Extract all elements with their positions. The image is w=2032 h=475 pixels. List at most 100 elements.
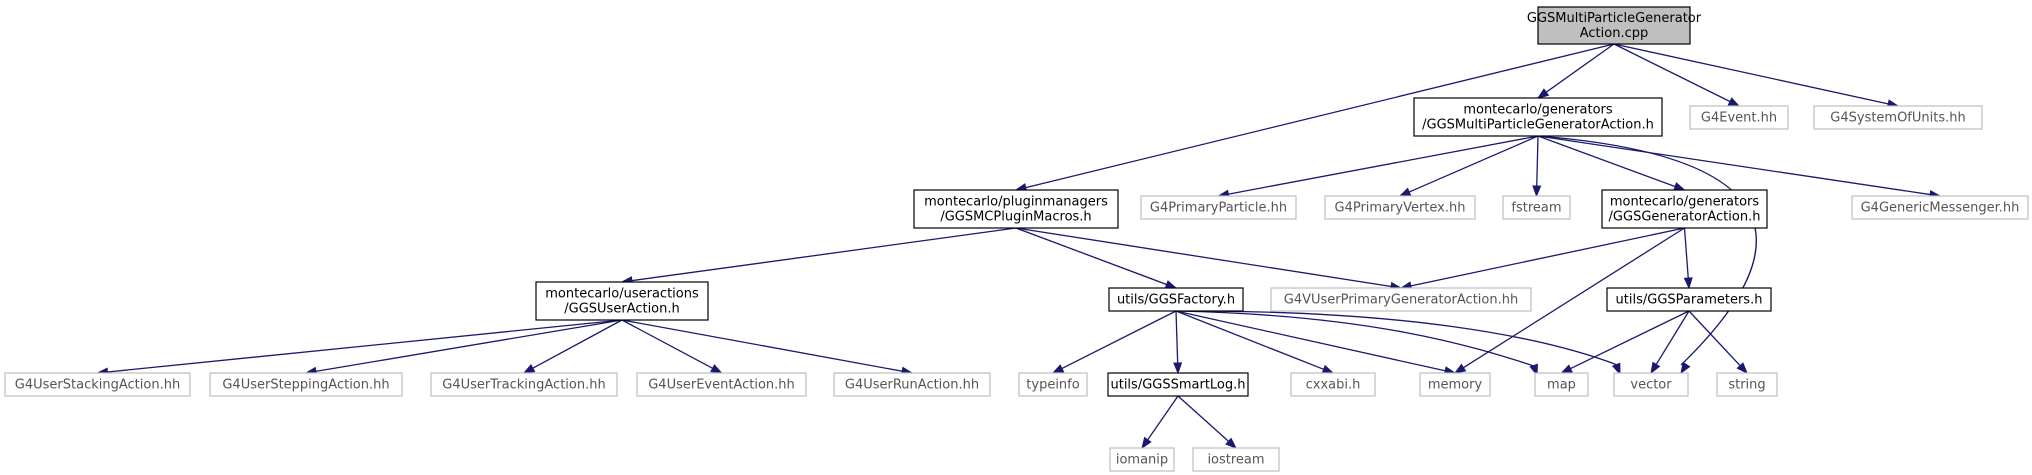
edge-line: [1175, 310, 1179, 365]
node-mpga_h[interactable]: montecarlo/generators/GGSMultiParticleGe…: [1413, 97, 1663, 137]
edge-line: [1544, 43, 1615, 94]
edge-params-to-vector: [1650, 310, 1690, 375]
node-pluginmacros[interactable]: montecarlo/pluginmanagers/GGSMCPluginMac…: [913, 189, 1119, 229]
edge-factory-to-vector: [1175, 310, 1621, 376]
node-g4genmess: G4GenericMessenger.hh: [1851, 195, 2029, 220]
edge-arrowhead: [1536, 88, 1550, 99]
node-box: [1534, 372, 1589, 397]
node-box: [833, 372, 991, 397]
node-box: [1537, 6, 1691, 45]
edge-params-to-string: [1688, 310, 1748, 375]
node-label: /GGSGeneratorAction.h: [1609, 210, 1761, 225]
edge-line: [1015, 227, 1168, 286]
edge-pluginmacros-to-useraction: [620, 227, 1017, 286]
edge-genaction-to-params: [1683, 227, 1693, 290]
node-label: G4VUserPrimaryGeneratorAction.hh: [1284, 293, 1518, 308]
edge-line: [1688, 310, 1742, 367]
edge-main-to-mpga_h: [1536, 43, 1615, 99]
node-box: [636, 372, 807, 397]
node-box: [1813, 105, 1983, 130]
node-iostream: iostream: [1192, 447, 1280, 472]
node-label: memory: [1428, 378, 1483, 393]
edge-factory-to-cxxabi: [1175, 310, 1335, 374]
edge-factory-to-memory: [1175, 310, 1457, 376]
edge-mpga_h-to-vector: [1537, 135, 1757, 375]
node-box: [1716, 372, 1778, 397]
edge-line: [1537, 135, 1932, 196]
node-box: [1108, 287, 1244, 312]
node-label: montecarlo/useractions: [545, 287, 699, 302]
node-label: G4PrimaryParticle.hh: [1150, 201, 1287, 216]
edge-arrowhead: [1398, 187, 1412, 197]
node-box: [1502, 195, 1571, 220]
edge-factory-to-map: [1175, 310, 1538, 377]
node-fstream: fstream: [1502, 195, 1571, 220]
edge-line: [1227, 135, 1539, 195]
edge-pluginmacros-to-factory: [1015, 227, 1178, 289]
edges-layer: [96, 43, 1942, 450]
edge-arrowhead: [1680, 361, 1691, 375]
node-g4primvert: G4PrimaryVertex.hh: [1324, 195, 1476, 220]
node-box: [1413, 97, 1663, 137]
node-box: [1290, 372, 1376, 397]
node-label: utils/GGSSmartLog.h: [1110, 378, 1245, 393]
node-label: cxxabi.h: [1306, 378, 1361, 393]
node-label: utils/GGSFactory.h: [1117, 293, 1235, 308]
node-box: [1601, 189, 1768, 229]
edge-arrowhead: [710, 364, 723, 374]
edge-arrowhead: [1736, 362, 1748, 375]
edge-arrowhead: [1225, 437, 1238, 449]
node-typeinfo: typeinfo: [1018, 372, 1088, 397]
edge-main-to-g4event: [1613, 43, 1741, 107]
node-iomanip: iomanip: [1109, 447, 1175, 472]
node-box: [1107, 372, 1249, 397]
node-label: montecarlo/pluginmanagers: [924, 195, 1108, 210]
edge-arrowhead: [1683, 277, 1693, 290]
node-label: /GGSMCPluginMacros.h: [940, 210, 1091, 225]
node-label: fstream: [1511, 201, 1561, 216]
node-box: [913, 189, 1119, 229]
edge-arrowhead: [1673, 182, 1686, 191]
node-label: G4PrimaryVertex.hh: [1335, 201, 1466, 216]
node-label: G4GenericMessenger.hh: [1861, 201, 2020, 216]
node-box: [1270, 287, 1532, 312]
node-label: G4UserStackingAction.hh: [15, 378, 180, 393]
edge-arrowhead: [1141, 436, 1152, 450]
node-label: G4UserRunAction.hh: [845, 378, 979, 393]
node-genaction[interactable]: montecarlo/generators/GGSGeneratorAction…: [1601, 189, 1768, 229]
edge-arrowhead: [1560, 364, 1573, 374]
edge-mpga_h-to-g4primvert: [1398, 135, 1539, 197]
edge-line: [106, 319, 623, 373]
node-useraction[interactable]: montecarlo/useractions/GGSUserAction.h: [535, 281, 709, 321]
node-box: [1689, 105, 1789, 130]
node-params[interactable]: utils/GGSParameters.h: [1606, 287, 1772, 312]
edge-line: [1407, 135, 1539, 194]
edge-line: [1683, 227, 1689, 280]
node-label: G4Event.hh: [1701, 111, 1777, 126]
node-g4primpart: G4PrimaryParticle.hh: [1140, 195, 1297, 220]
edge-mpga_h-to-g4primpart: [1217, 135, 1539, 199]
node-box: [430, 372, 618, 397]
node-smartlog[interactable]: utils/GGSSmartLog.h: [1107, 372, 1249, 397]
node-box: [1606, 287, 1772, 312]
edge-genaction-to-memory: [1453, 227, 1685, 374]
edge-line: [1015, 227, 1393, 288]
node-tracking: G4UserTrackingAction.hh: [430, 372, 618, 397]
node-label: G4UserTrackingAction.hh: [442, 378, 605, 393]
node-box: [1613, 372, 1689, 397]
edge-factory-to-typeinfo: [1051, 310, 1177, 374]
edge-line: [1175, 310, 1325, 371]
edge-line: [1613, 43, 1890, 105]
edge-line: [314, 319, 623, 373]
node-factory[interactable]: utils/GGSFactory.h: [1108, 287, 1244, 312]
node-box: [1192, 447, 1280, 472]
node-event: G4UserEventAction.hh: [636, 372, 807, 397]
nodes-layer: GGSMultiParticleGeneratorAction.cpp monte…: [4, 6, 2029, 472]
node-main[interactable]: GGSMultiParticleGeneratorAction.cpp: [1527, 6, 1702, 45]
node-box: [1018, 372, 1088, 397]
edge-genaction-to-g4vupga: [1399, 227, 1685, 291]
edge-line: [621, 319, 904, 373]
edge-arrowhead: [1164, 280, 1178, 289]
edge-useraction-to-stacking: [96, 319, 623, 377]
